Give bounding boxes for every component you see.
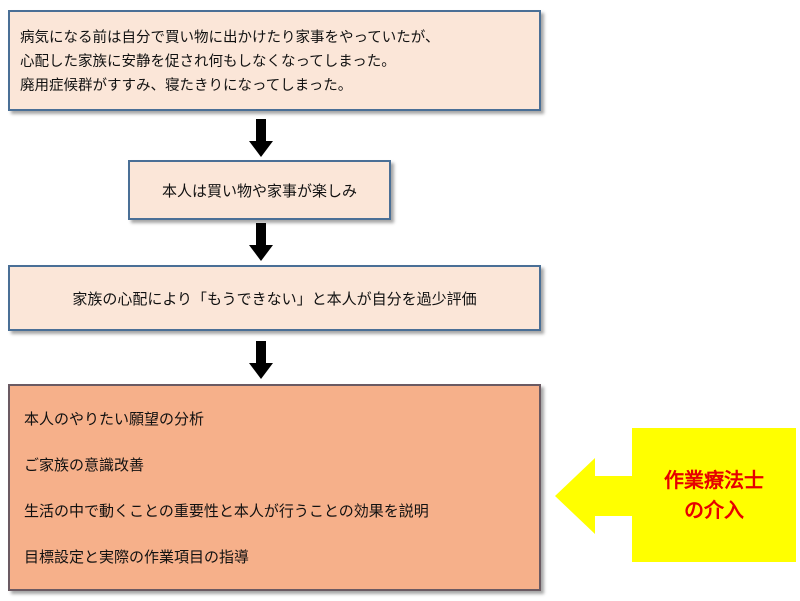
enjoyment-text: 本人は買い物や家事が楽しみ [161, 181, 357, 200]
ot-intervention-callout: 作業療法士 の介入 [632, 428, 796, 562]
background-line-2: 心配した家族に安静を促され何もしなくなってしまった。 [20, 54, 396, 70]
enjoyment-box: 本人は買い物や家事が楽しみ [128, 160, 391, 220]
arrow-down-icon [249, 223, 273, 261]
arrow-down-icon [249, 119, 273, 157]
arrow-down-icon [249, 341, 273, 379]
underestimation-box: 家族の心配により「もうできない」と本人が自分を過少評価 [8, 265, 541, 331]
background-line-3: 廃用症候群がすすみ、寝たきりになってしまった。 [20, 78, 353, 94]
background-box: 病気になる前は自分で買い物に出かけたり家事をやっていたが、 心配した家族に安静を… [8, 10, 541, 111]
arrow-left-icon [555, 458, 637, 534]
callout-line-2: の介入 [684, 498, 744, 522]
intervention-item: 本人のやりたい願望の分析 [24, 410, 205, 428]
intervention-item: 生活の中で動くことの重要性と本人が行うことの効果を説明 [24, 502, 429, 520]
intervention-item: ご家族の意識改善 [24, 456, 145, 474]
background-line-1: 病気になる前は自分で買い物に出かけたり家事をやっていたが、 [20, 30, 440, 46]
callout-line-1: 作業療法士 [664, 468, 764, 492]
underestimation-text: 家族の心配により「もうできない」と本人が自分を過少評価 [72, 289, 477, 308]
intervention-item: 目標設定と実際の作業項目の指導 [24, 548, 250, 566]
intervention-box: 本人のやりたい願望の分析 ご家族の意識改善 生活の中で動くことの重要性と本人が行… [8, 384, 541, 591]
